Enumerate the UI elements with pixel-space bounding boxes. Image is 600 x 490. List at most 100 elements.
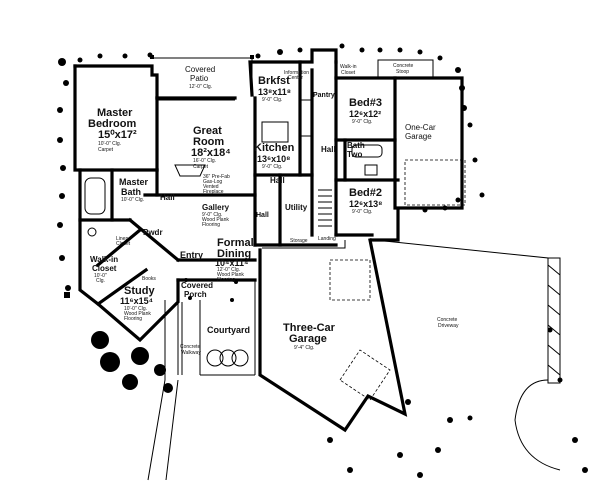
room-name: Concrete [393,63,414,69]
room-note: 10'-0" Clg. [121,197,144,203]
room-concrete-stoop: Concrete Stoop [393,63,414,75]
room-concrete-driveway: Concrete Driveway [437,317,459,329]
room-name: Books [142,276,156,282]
room-name-2: Driveway [438,323,459,329]
room-name: Master [97,107,133,119]
room-walkin-closet: Walk-in Closet 10'-0" Clg. [90,255,118,284]
room-name: Courtyard [207,325,250,335]
room-utility: Utility [285,203,308,212]
room-storage: Storage [290,238,308,244]
room-name-2: Garage [405,132,432,141]
room-name: Landing [318,236,336,242]
room-name: Great [193,125,222,137]
room-name: Covered [181,281,213,290]
fireplace-note-3: Vented [203,184,219,190]
room-name-2: Walkway [181,350,201,356]
fixtures [64,55,561,481]
room-books: Books [142,276,156,282]
room-name: Concrete [180,344,201,350]
room-name: Brkfst [258,75,290,87]
room-dims: 13⁸x11⁸ [258,87,291,97]
room-name-2: Bedroom [88,118,137,130]
room-bed2: Bed#2 12⁶x13⁸ 9'-0" Clg. [349,187,382,215]
room-note: 9'-0" Clg. [352,119,372,125]
room-concrete-walkway: Concrete Walkway [180,344,201,356]
room-note: 9'-4" Clg. [294,345,314,351]
room-note-2: Carpet [98,147,114,153]
room-name: Hall [256,212,269,219]
room-bed3: Bed#3 12⁶x12² 9'-0" Clg. [349,97,382,125]
room-note: 16'-0" Clg. [193,158,216,164]
room-dims: 10⁴x11⁴ [215,258,248,268]
room-note-2: Clg. [96,278,105,284]
room-note-3: Flooring [202,222,220,228]
room-kitchen: Kitchen 13⁶x10⁸ 9'-0" Clg. [254,142,295,170]
room-name-2: Patio [190,74,209,83]
room-name-2: Closet [116,241,131,247]
room-brkfst: Brkfst 13⁸x11⁸ 9'-0" Clg. [258,75,291,103]
room-name: Three-Car [283,322,336,334]
room-name-2: Two [347,150,363,159]
room-master-bath: Master Bath 10'-0" Clg. [119,177,149,203]
room-note: 9'-0" Clg. [202,212,222,218]
room-name: Master [119,177,149,187]
room-dims: 11⁶x15⁴ [120,296,153,306]
room-hall-left: Hall [160,193,175,202]
fireplace-note: 36" Pre-Fab Gas-Log Vented Fireplace [203,174,230,195]
room-hall-right: Hall [321,145,336,154]
room-one-car-garage: One-Car Garage [405,123,436,141]
room-info-center: Information Center [284,70,309,81]
room-note: 9'-0" Clg. [262,164,282,170]
room-entry: Entry [180,250,203,260]
room-covered-patio: Covered Patio 12'-0" Clg. [185,65,215,90]
room-pwdr: Pwdr [143,228,163,237]
room-note: 10'-0" Clg. [124,306,147,312]
room-name: Information [284,70,309,76]
room-study: Study 11⁶x15⁴ 10'-0" Clg. Wood Plank Flo… [120,285,155,322]
room-name: Covered [185,65,215,74]
room-note: 9'-0" Clg. [352,209,372,215]
room-note: 12'-0" Clg. [217,267,240,273]
room-name: Gallery [202,203,230,212]
landscape-shrubs [57,43,588,478]
room-gallery: Gallery 9'-0" Clg. Wood Plank Flooring [202,203,230,228]
room-name: Storage [290,238,308,244]
room-name: Linen [116,236,128,242]
room-name-2: Center [288,75,303,81]
room-name: Formal [217,237,254,249]
room-courtyard: Courtyard [207,325,250,335]
room-note: 12'-0" Clg. [189,84,212,90]
room-name: Concrete [437,317,458,323]
room-landing: Landing [318,236,336,242]
room-note-2: Wood Plank [124,311,151,317]
room-name: Study [124,285,155,297]
room-name: Pantry [313,92,335,99]
room-name-2: Room [193,136,224,148]
fireplace-note-4: Fireplace [203,189,224,195]
room-name: Bath [347,141,365,150]
room-name: Hall [321,145,336,154]
room-formal-dining: Formal Dining 10⁴x11⁴ 12'-0" Clg. Wood P… [215,237,254,283]
room-master-bedroom: Master Bedroom 15⁰x17² 10'-0" Clg. Carpe… [88,107,137,153]
room-name: Walk-in [90,255,118,264]
room-covered-porch: Covered Porch [181,281,213,299]
room-name: Hall [160,193,175,202]
room-note-3: Flooring [217,277,235,283]
room-name: Kitchen [254,142,295,154]
room-pantry: Pantry [313,92,335,99]
room-walkin-closet-top: Walk-in Closet [340,64,357,76]
room-name: Entry [180,250,203,260]
exterior-walls [73,48,464,433]
room-name: Hall [270,176,285,185]
room-name-2: Closet [341,70,356,76]
room-name: Utility [285,203,308,212]
room-dims: 13⁶x10⁸ [257,154,290,164]
room-name-2: Dining [217,248,251,260]
room-name-2: Bath [121,187,141,197]
room-note-3: Flooring [124,316,142,322]
room-note-2: Wood Plank [217,272,244,278]
room-note: 9'-0" Clg. [262,97,282,103]
room-great-room: Great Room 18²x18⁴ 16'-0" Clg. Carpet [191,125,231,170]
room-dims: 15⁰x17² [98,129,137,141]
